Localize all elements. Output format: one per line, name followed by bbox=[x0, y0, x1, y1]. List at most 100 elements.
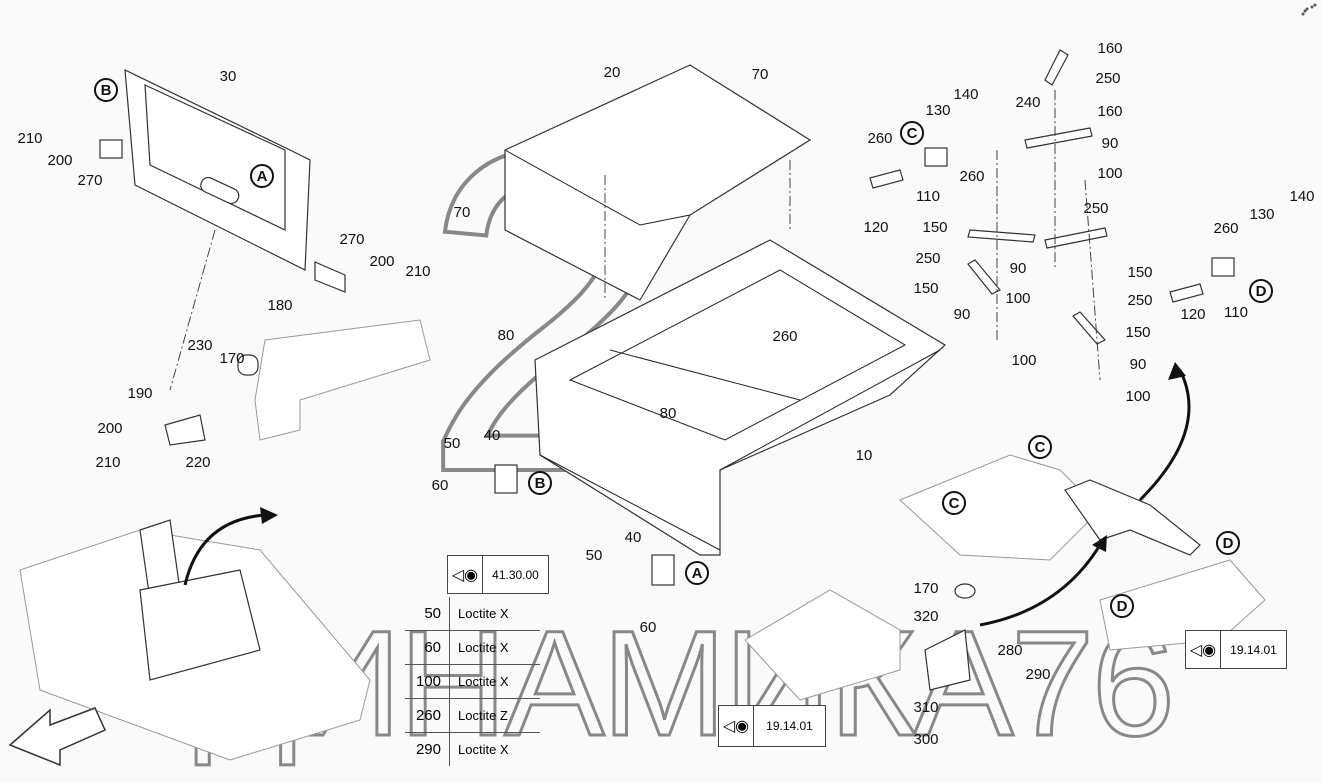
letter-label: D bbox=[1223, 535, 1234, 552]
callout: 30 bbox=[220, 68, 237, 85]
reference-letter-labels: B A B C D C C D D A bbox=[101, 82, 1267, 615]
letter-label: C bbox=[1035, 439, 1046, 456]
callout: 110 bbox=[916, 188, 940, 205]
callout: 160 bbox=[1097, 103, 1122, 120]
cover-plate bbox=[504, 64, 812, 301]
material: Loctite X bbox=[458, 640, 509, 655]
callout: 250 bbox=[915, 250, 940, 267]
callout: 10 bbox=[856, 447, 873, 464]
callout: 100 bbox=[1097, 165, 1122, 182]
letter-label: D bbox=[1117, 598, 1128, 615]
letter-label: C bbox=[907, 125, 918, 142]
reference-code: 19.14.01 bbox=[766, 719, 813, 733]
item-number: 290 bbox=[405, 733, 450, 766]
callout: 280 bbox=[997, 642, 1022, 659]
material: Loctite Z bbox=[458, 708, 508, 723]
swing-arm-assembly bbox=[744, 454, 1266, 701]
callout: 270 bbox=[77, 172, 102, 189]
callout: 160 bbox=[1097, 40, 1122, 57]
callout: 230 bbox=[187, 337, 212, 354]
table-row: 60 Loctite X bbox=[405, 631, 540, 665]
callout: 100 bbox=[1125, 388, 1150, 405]
item-number: 60 bbox=[405, 631, 450, 664]
letter-label: B bbox=[101, 82, 112, 99]
callout: 300 bbox=[913, 731, 938, 748]
flow-arrows bbox=[183, 369, 1191, 627]
callout: 100 bbox=[1011, 352, 1036, 369]
letter-label: C bbox=[949, 495, 960, 512]
callout: 180 bbox=[267, 297, 292, 314]
callout: 200 bbox=[97, 420, 122, 437]
callout: 260 bbox=[959, 168, 984, 185]
callout: 270 bbox=[339, 231, 364, 248]
callout: 290 bbox=[1025, 666, 1050, 683]
callout: 100 bbox=[1005, 290, 1030, 307]
letter-label: D bbox=[1256, 283, 1267, 300]
callout: 260 bbox=[867, 130, 892, 147]
callout: 70 bbox=[454, 204, 471, 221]
material: Loctite X bbox=[458, 674, 509, 689]
callout-labels: 30 210 200 270 270 200 210 180 170 230 1… bbox=[17, 40, 1314, 748]
reference-box-19-14-01[interactable]: ◁◉ 19.14.01 bbox=[718, 705, 826, 747]
callout: 90 bbox=[1102, 135, 1119, 152]
latch-parts bbox=[494, 464, 675, 586]
corner-expand-icon[interactable] bbox=[1301, 3, 1317, 16]
callout: 90 bbox=[954, 306, 971, 323]
callout: 250 bbox=[1127, 292, 1152, 309]
callout: 50 bbox=[444, 435, 461, 452]
bracket-assembly bbox=[164, 319, 431, 446]
callout: 150 bbox=[1125, 324, 1150, 341]
callout: 210 bbox=[95, 454, 120, 471]
callout: 140 bbox=[1289, 188, 1314, 205]
item-number: 260 bbox=[405, 699, 450, 732]
table-row: 50 Loctite X bbox=[405, 597, 540, 631]
callout: 170 bbox=[219, 350, 244, 367]
letter-label: B bbox=[535, 475, 546, 492]
material: Loctite X bbox=[458, 742, 509, 757]
callout: 120 bbox=[863, 219, 888, 236]
callout: 120 bbox=[1180, 306, 1205, 323]
callout: 210 bbox=[17, 130, 42, 147]
callout: 70 bbox=[752, 66, 769, 83]
callout: 60 bbox=[432, 477, 449, 494]
callout: 140 bbox=[953, 86, 978, 103]
callout: 90 bbox=[1130, 356, 1147, 373]
callout: 320 bbox=[913, 608, 938, 625]
callout: 200 bbox=[369, 253, 394, 270]
reference-box-41-30-00[interactable]: ◁◉ 41.30.00 bbox=[447, 555, 549, 594]
callout: 20 bbox=[604, 64, 621, 81]
item-number: 50 bbox=[405, 597, 450, 630]
backrest-panel bbox=[99, 68, 346, 293]
callout: 150 bbox=[1127, 264, 1152, 281]
callout: 90 bbox=[1010, 260, 1027, 277]
callout: 260 bbox=[1213, 220, 1238, 237]
callout: 240 bbox=[1015, 94, 1040, 111]
reference-box-19-14-01[interactable]: ◁◉ 19.14.01 bbox=[1185, 630, 1287, 669]
callout: 150 bbox=[922, 219, 947, 236]
callout: 130 bbox=[1249, 206, 1274, 223]
callout: 260 bbox=[772, 328, 797, 345]
arrow-heads bbox=[260, 362, 1186, 552]
reference-code: 19.14.01 bbox=[1230, 642, 1277, 657]
callout: 130 bbox=[925, 102, 950, 119]
callout: 150 bbox=[913, 280, 938, 297]
callout: 310 bbox=[913, 699, 938, 716]
table-row: 260 Loctite Z bbox=[405, 699, 540, 733]
reference-letters bbox=[94, 78, 1273, 618]
material: Loctite X bbox=[458, 606, 509, 621]
main-frame bbox=[534, 239, 947, 556]
machine-overview bbox=[19, 519, 371, 761]
callout: 250 bbox=[1083, 200, 1108, 217]
view-direction-arrow bbox=[8, 707, 106, 767]
callout: 50 bbox=[586, 547, 603, 564]
table-row: 290 Loctite X bbox=[405, 733, 540, 766]
letter-label: A bbox=[257, 168, 268, 185]
callout: 40 bbox=[484, 427, 501, 444]
callout: 200 bbox=[47, 152, 72, 169]
reference-code: 41.30.00 bbox=[492, 567, 539, 582]
eye-icon: ◁◉ bbox=[1186, 631, 1221, 668]
